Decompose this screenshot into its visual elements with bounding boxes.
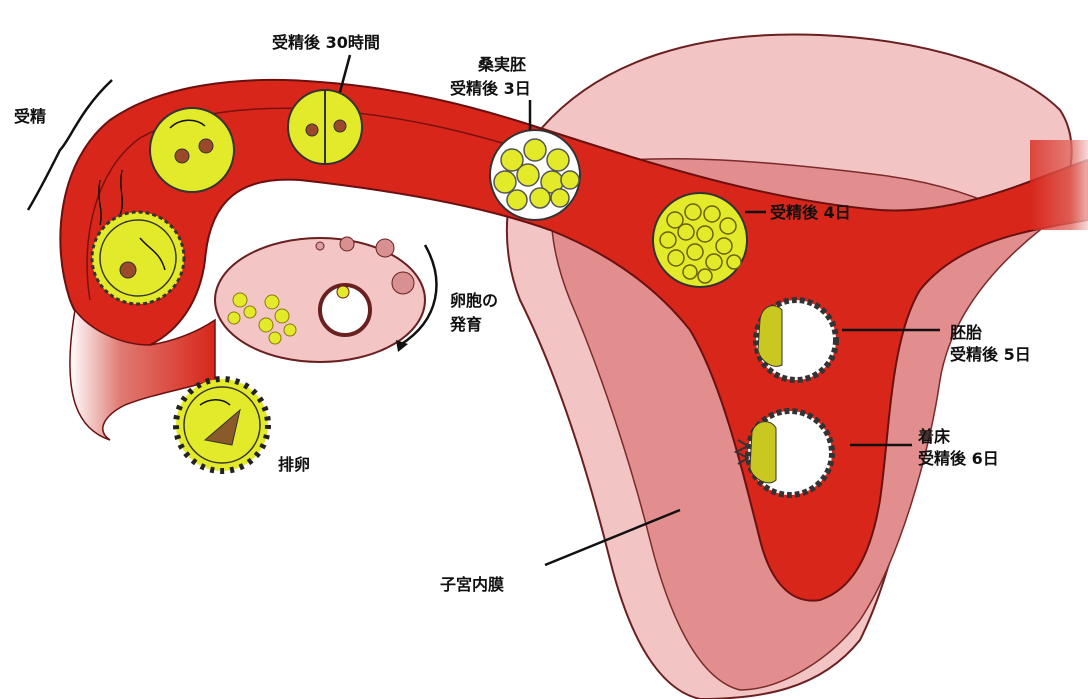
morula	[490, 130, 580, 220]
zygote	[150, 108, 234, 192]
follicle	[316, 242, 324, 250]
label-fertilization: 受精	[14, 107, 46, 126]
label-after-30h: 受精後 30時間	[272, 33, 380, 52]
follicle	[392, 272, 414, 294]
label-morula-name: 桑実胚	[477, 55, 526, 74]
label-follicle-line1: 卵胞の	[450, 291, 498, 310]
fertilizing-egg	[92, 212, 184, 304]
follicle	[340, 237, 354, 251]
two-cell-embryo	[288, 90, 362, 164]
label-blastocyst-day: 受精後 5日	[950, 345, 1031, 364]
ovulated-egg	[176, 379, 268, 471]
label-implant-day: 受精後 6日	[918, 449, 999, 468]
label-blastocyst-name: 胚胎	[950, 323, 982, 342]
label-ovulation: 排卵	[278, 455, 310, 474]
uterus-right-fade	[1030, 140, 1088, 230]
blastocyst	[756, 300, 836, 380]
label-morula-day: 受精後 3日	[450, 79, 531, 98]
label-endometrium: 子宮内膜	[440, 575, 504, 594]
label-implant-name: 着床	[917, 427, 951, 446]
follicle	[376, 239, 394, 257]
label-day4: 受精後 4日	[770, 203, 851, 222]
day4-embryo	[653, 193, 747, 287]
label-follicle-line2: 発育	[449, 315, 482, 334]
follicle-oocyte	[337, 286, 349, 298]
